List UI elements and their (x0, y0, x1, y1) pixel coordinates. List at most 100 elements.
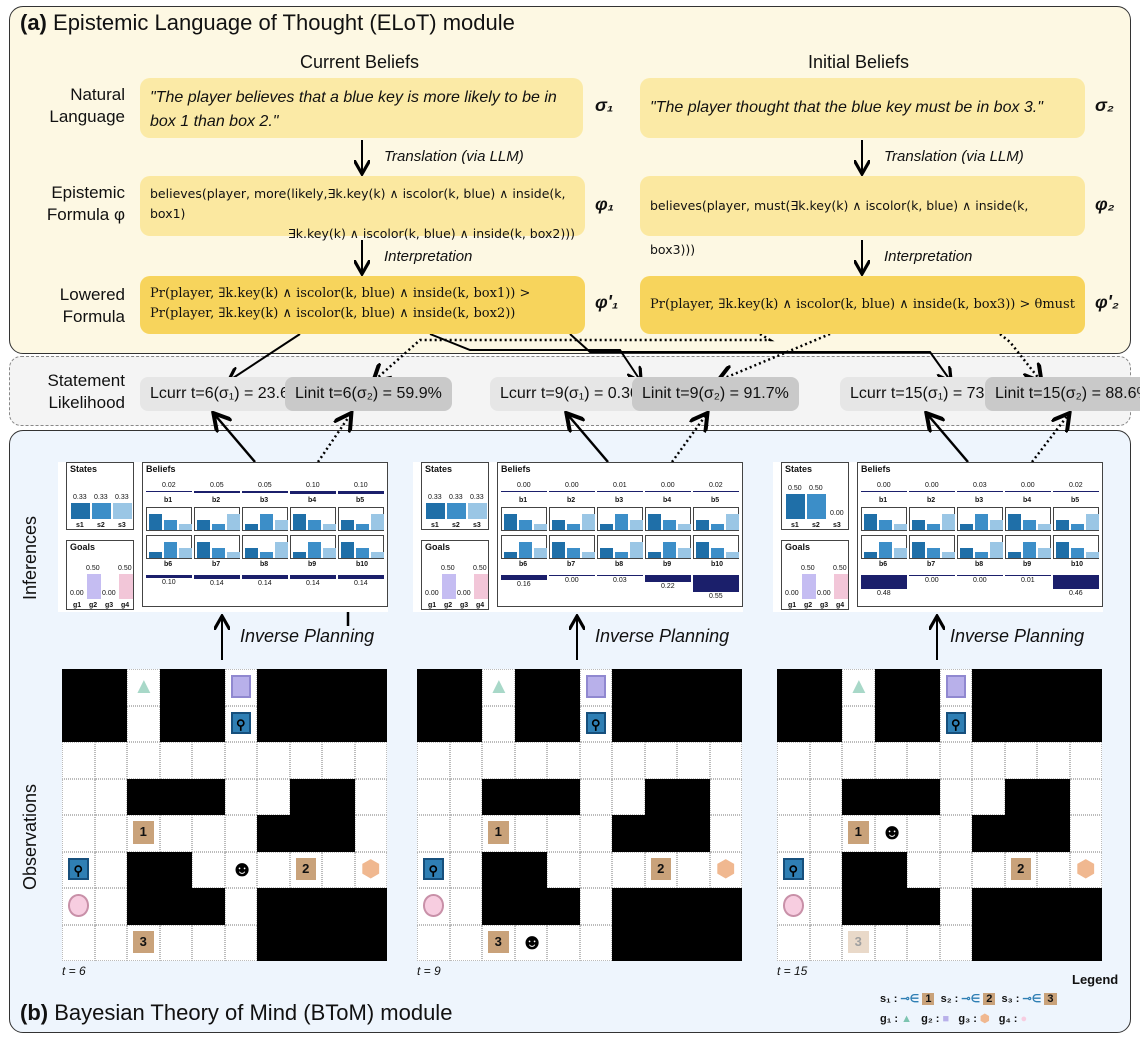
floor-cell (939, 924, 972, 961)
floor-cell (289, 742, 322, 779)
goal-tick: g3 (820, 602, 829, 609)
triangle-icon: ▲ (848, 673, 870, 698)
belief-dist-bar (927, 524, 940, 530)
belief-dist-bar (990, 542, 1003, 558)
goal-tick: g2 (444, 602, 453, 609)
belief-prob-bar (242, 575, 288, 580)
translation-label-initial: Translation (via LLM) (884, 148, 1024, 165)
belief-tick: b8 (975, 561, 984, 568)
goal-value: 0.50 (441, 565, 455, 572)
belief-dist-bar (663, 520, 676, 530)
panel-b-title-text: Bayesian Theory of Mind (BToM) module (54, 1000, 453, 1025)
belief-prob-bar (290, 491, 336, 494)
belief-distribution (957, 507, 1003, 531)
belief-dist-bar (1038, 524, 1051, 530)
likelihood-init-t6: Linit t=6(σ₂) = 59.9% (285, 377, 452, 411)
floor-cell (907, 924, 940, 961)
phi1-symbol: φ₁ (595, 194, 615, 214)
belief-value: 0.00 (925, 577, 939, 584)
belief-dist-bar (864, 514, 877, 530)
goal-value: 0.00 (425, 590, 439, 597)
panel-a-title: (a) Epistemic Language of Thought (ELoT)… (20, 10, 515, 36)
goal-tick: g4 (476, 602, 485, 609)
row-label-epistemic: Epistemic Formula φ (20, 182, 125, 226)
floor-cell (94, 888, 127, 925)
goal-value: 0.50 (473, 565, 487, 572)
belief-dist-bar (275, 542, 288, 558)
belief-dist-bar (356, 524, 369, 530)
floor-cell (842, 924, 875, 961)
floor-cell (777, 778, 810, 815)
belief-prob-bar (146, 575, 192, 578)
sigma2-symbol: σ₂ (1095, 95, 1114, 115)
triangle-icon: ▲ (133, 673, 155, 698)
floor-cell (482, 742, 515, 779)
belief-dist-bar (615, 514, 628, 530)
belief-dist-bar (1023, 542, 1036, 558)
belief-prob-bar (957, 491, 1003, 492)
goal-tick: g3 (105, 602, 114, 609)
square-icon (230, 675, 251, 698)
belief-dist-bar (960, 524, 973, 530)
state-bar (113, 502, 132, 519)
belief-dist-bar (960, 548, 973, 558)
sigma1-symbol: σ₁ (595, 95, 614, 115)
floor-cell (354, 742, 387, 779)
belief-dist-bar (894, 524, 907, 530)
belief-value: 0.00 (565, 482, 579, 489)
box-3-icon: 3 (133, 930, 154, 953)
goal-value: 0.00 (102, 590, 116, 597)
belief-prob-bar (338, 575, 384, 580)
floor-cell (482, 669, 515, 706)
belief-dist-bar (245, 548, 258, 558)
belief-distribution (1005, 507, 1051, 531)
belief-prob-bar (501, 575, 547, 580)
beliefs-title: Beliefs (501, 464, 531, 474)
square-icon (585, 675, 606, 698)
state-tick: s2 (452, 522, 460, 529)
floor-cell (354, 851, 387, 888)
state-value: 0.33 (470, 493, 484, 501)
beliefs-title: Beliefs (146, 464, 176, 474)
phi2-prime-symbol: φ'₂ (1095, 292, 1119, 312)
floor-cell (257, 778, 290, 815)
belief-dist-bar (212, 524, 225, 530)
belief-distribution (693, 535, 739, 559)
goal-tick: g4 (121, 602, 130, 609)
floor-cell (94, 778, 127, 815)
floor-cell (417, 815, 450, 852)
state-tick: s3 (833, 522, 841, 529)
belief-value: 0.00 (925, 482, 939, 489)
belief-dist-bar (678, 548, 691, 558)
floor-cell (972, 851, 1005, 888)
belief-tick: b9 (1023, 561, 1032, 568)
state-tick: s2 (812, 522, 820, 529)
goal-tick: g3 (460, 602, 469, 609)
belief-dist-bar (149, 552, 162, 558)
belief-dist-bar (260, 552, 273, 558)
floor-cell (842, 669, 875, 706)
keyhole-door-icon: ⚲ (945, 711, 966, 734)
player-agent-icon: ☻ (520, 928, 544, 954)
belief-value: 0.14 (210, 580, 224, 588)
goal-value: 0.00 (70, 590, 84, 597)
legend-g4: g₄ : (998, 1013, 1018, 1025)
floor-cell (709, 742, 742, 779)
goals-title: Goals (70, 542, 96, 552)
belief-prob-bar (194, 491, 240, 493)
belief-tick: b10 (711, 561, 724, 568)
floor-cell (257, 851, 290, 888)
floor-cell (677, 742, 710, 779)
states-title: States (425, 464, 453, 474)
timestep-label-9: t = 9 (417, 964, 441, 978)
floor-cell (677, 851, 710, 888)
translation-label-current: Translation (via LLM) (384, 148, 524, 165)
phi2-symbol: φ₂ (1095, 194, 1115, 214)
state-value: 0.33 (115, 493, 129, 501)
floor-cell (257, 742, 290, 779)
floor-cell (809, 742, 842, 779)
